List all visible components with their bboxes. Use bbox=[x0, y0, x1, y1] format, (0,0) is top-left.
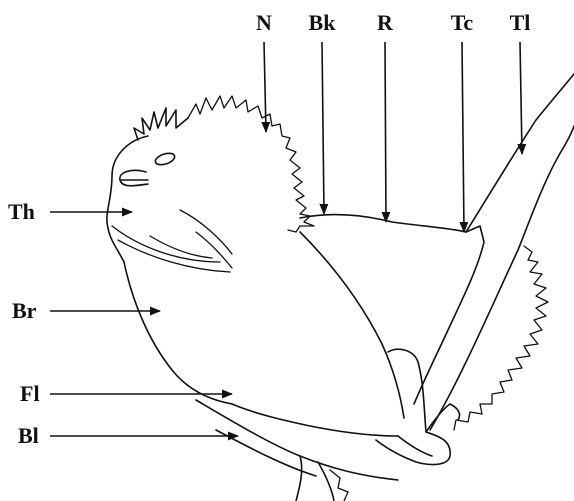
label-th: Th bbox=[8, 199, 35, 224]
label-bl: Bl bbox=[18, 423, 39, 448]
head-outline bbox=[107, 136, 148, 262]
crest bbox=[134, 108, 188, 140]
label-r: R bbox=[377, 10, 394, 35]
branch-lower bbox=[216, 430, 334, 501]
bird-drawing bbox=[107, 74, 574, 501]
flank-outline bbox=[232, 404, 398, 436]
label-bk: Bk bbox=[309, 10, 337, 35]
label-group-left: Th Br Fl Bl bbox=[8, 199, 238, 448]
label-fl: Fl bbox=[20, 381, 40, 406]
breast-outline bbox=[124, 262, 232, 404]
wing-edge bbox=[300, 232, 404, 418]
rump-tip bbox=[414, 226, 484, 404]
arrow-tl bbox=[520, 42, 522, 154]
beak bbox=[120, 170, 148, 185]
back-line bbox=[300, 215, 466, 232]
chest-fold-3 bbox=[180, 210, 232, 254]
arrow-n bbox=[264, 42, 266, 132]
chest-fold-4 bbox=[196, 232, 232, 268]
chest-fold-5 bbox=[150, 236, 212, 258]
label-n: N bbox=[256, 10, 272, 35]
branch-upper bbox=[196, 400, 398, 480]
tail-fluff bbox=[454, 246, 548, 430]
arrow-tc bbox=[462, 42, 464, 232]
arrow-bk bbox=[322, 42, 324, 214]
eye bbox=[154, 151, 176, 167]
tail-upper-edge bbox=[430, 126, 574, 430]
label-tl: Tl bbox=[510, 10, 531, 35]
arrow-r bbox=[385, 42, 386, 222]
tail-long bbox=[466, 74, 574, 232]
label-tc: Tc bbox=[451, 10, 474, 35]
nape-fluff bbox=[188, 96, 314, 232]
label-br: Br bbox=[12, 298, 37, 323]
